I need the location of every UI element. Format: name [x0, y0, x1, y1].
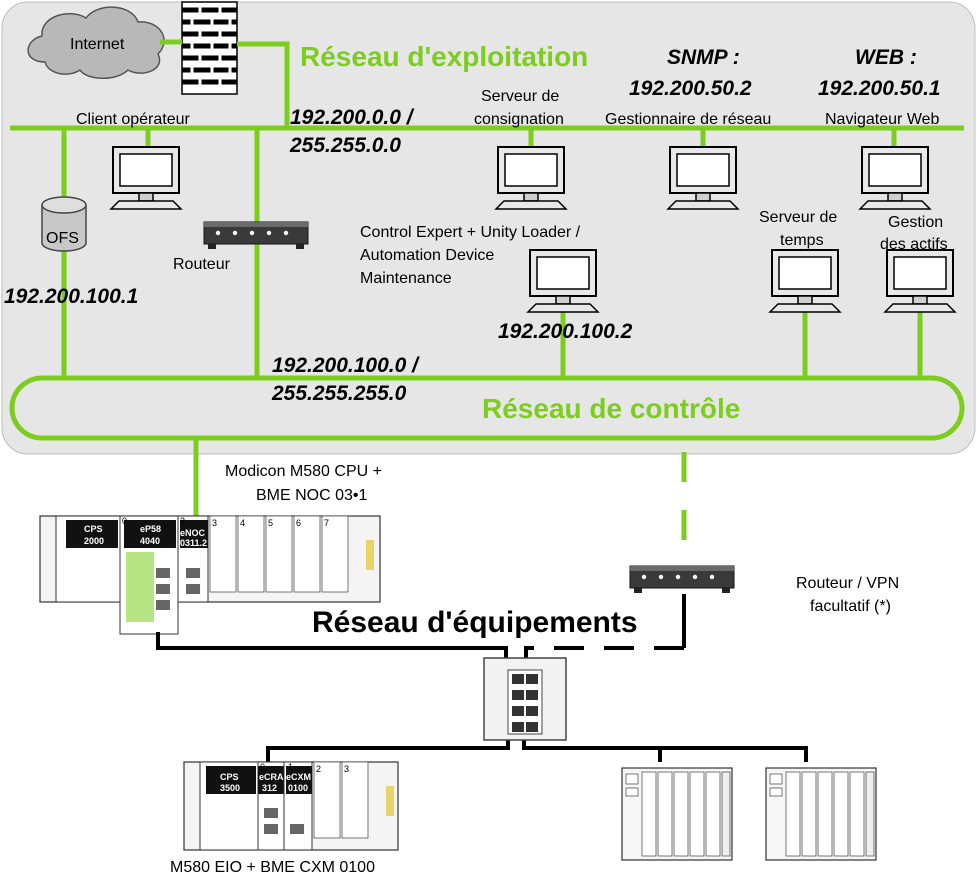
engineering-label-line3: Maintenance	[360, 270, 452, 287]
snmp-ip: 192.200.50.2	[629, 77, 752, 100]
asset-mgmt-label-line1: Gestion	[888, 214, 943, 231]
ofs-ip: 192.200.100.1	[4, 285, 138, 308]
engineering-label-line2: Automation Device	[360, 247, 494, 264]
control-network-address: 192.200.100.0 /	[272, 354, 420, 377]
switch-icon	[483, 657, 567, 741]
eio-module-sub: 0100	[288, 783, 308, 793]
snmp-title: SNMP :	[667, 46, 740, 69]
eio-rack	[183, 761, 399, 851]
plc-caption-line2: BME NOC 03•1	[256, 487, 368, 504]
router-label: Routeur	[173, 256, 231, 273]
engineering-ip: 192.200.100.2	[498, 320, 633, 343]
eio-module-slot: 0	[260, 762, 265, 772]
device-network-cables	[156, 594, 808, 762]
eio-module-slot: 1	[288, 762, 293, 772]
enterprise-zone	[1, 1, 976, 455]
plc-module-sub: 2000	[84, 536, 104, 546]
web-label: Navigateur Web	[825, 111, 940, 128]
snmp-label: Gestionnaire de réseau	[605, 111, 771, 128]
time-server-label-line1: Serveur de	[759, 209, 837, 226]
plc-module-name: eNOC	[180, 528, 206, 538]
plc-slot-number: 4	[240, 518, 245, 528]
eio-module-name: eCRA	[259, 772, 284, 782]
eio-slot-number: 3	[344, 764, 349, 774]
logger-label-line2: consignation	[474, 111, 564, 128]
operations-network-address: 192.200.0.0 /	[290, 106, 415, 129]
vpn-router-label-line2: facultatif (*)	[810, 598, 891, 615]
plc-module-sub: 0311.2	[180, 538, 207, 548]
web-ip: 192.200.50.1	[818, 77, 941, 100]
database-icon	[41, 196, 87, 252]
plc-module-slot: 2	[180, 516, 185, 526]
eio-slot-number: 2	[316, 764, 321, 774]
plc-caption-line1: Modicon M580 CPU +	[225, 463, 382, 480]
device-network-title: Réseau d'équipements	[312, 606, 638, 639]
plc-rack	[39, 515, 381, 635]
time-server-label-line2: temps	[780, 232, 824, 249]
client-label: Client opérateur	[76, 111, 191, 128]
control-network-title: Réseau de contrôle	[482, 393, 740, 424]
operations-network-mask: 255.255.0.0	[289, 134, 401, 157]
web-title: WEB :	[855, 46, 917, 69]
ofs-label: OFS	[46, 230, 79, 247]
router-icon	[629, 565, 735, 594]
io-rack	[621, 767, 733, 861]
plc-slot-number: 6	[296, 518, 301, 528]
operations-network-bus	[10, 39, 964, 380]
plc-module-name: eP58	[140, 524, 161, 534]
vpn-router-label-line1: Routeur / VPN	[796, 575, 899, 592]
plc-module-sub: 4040	[140, 536, 160, 546]
control-network-ring	[9, 375, 965, 441]
eio-module-sub: 312	[262, 783, 277, 793]
io-rack	[765, 767, 877, 861]
firewall-icon	[181, 1, 238, 95]
cloud-icon	[27, 6, 165, 79]
eio-caption: M580 EIO + BME CXM 0100	[170, 859, 375, 876]
plc-module-name: CPS	[84, 524, 103, 534]
eio-module-sub: 3500	[220, 783, 240, 793]
control-network-mask: 255.255.255.0	[271, 382, 407, 405]
asset-mgmt-label-line2: des actifs	[880, 236, 948, 253]
engineering-label-line1: Control Expert + Unity Loader /	[360, 224, 581, 241]
internet-label: Internet	[70, 36, 125, 53]
plc-module-slot: 0	[122, 516, 127, 526]
plc-slot-number: 7	[324, 518, 329, 528]
eio-module-name: CPS	[220, 772, 239, 782]
eio-module-name: eCXM	[286, 772, 311, 782]
plc-slot-number: 5	[268, 518, 273, 528]
operations-network-title: Réseau d'exploitation	[300, 41, 588, 72]
logger-label-line1: Serveur de	[481, 88, 559, 105]
plc-slot-number: 3	[212, 518, 217, 528]
